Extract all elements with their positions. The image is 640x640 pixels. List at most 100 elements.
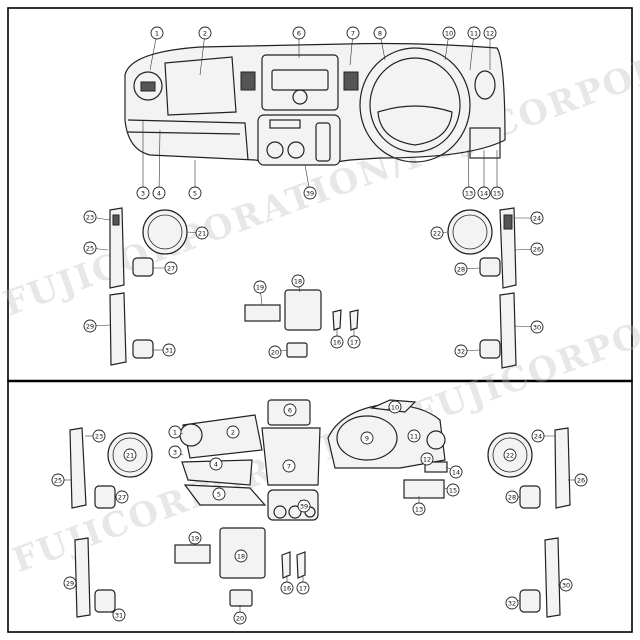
callout-leader (467, 149, 470, 194)
handle-bezel-left-rear (132, 339, 154, 359)
window-switch (112, 214, 120, 226)
bottom-callout-6: 6 (283, 403, 297, 417)
bottom-callout-31: 31 (112, 608, 126, 622)
callout-number: 39 (300, 503, 308, 511)
dashboard-assembly-bottom (69, 399, 571, 618)
bottom-callout-28: 28 (505, 490, 519, 504)
callout-circle (226, 425, 240, 439)
top-callout-11: 11 (467, 26, 481, 40)
callout-circle (462, 186, 476, 200)
callout-number: 11 (410, 433, 418, 441)
left-vent-ring (179, 423, 203, 447)
callout-circle (297, 499, 311, 513)
callout-circle (282, 459, 296, 473)
lever-trim-right-b (296, 551, 306, 579)
callout-number: 24 (534, 433, 542, 441)
callout-circle (92, 429, 106, 443)
door-panels-top (109, 207, 517, 369)
callout-circle (388, 400, 402, 414)
callout-number: 1 (173, 429, 177, 437)
callout-number: 23 (95, 433, 103, 441)
callout-number: 22 (433, 230, 441, 238)
callout-number: 6 (288, 407, 292, 415)
callout-number: 29 (86, 323, 94, 331)
speaker-ring-left-inner (147, 214, 183, 250)
callout-circle (198, 26, 212, 40)
meter-cluster (336, 415, 398, 461)
bottom-callout-10: 10 (388, 400, 402, 414)
callout-circle (559, 578, 573, 592)
lower-right-panel (469, 127, 501, 159)
speaker-ring-right-inner (452, 214, 488, 250)
callout-number: 15 (493, 190, 501, 198)
steering-wheel-outer (359, 47, 471, 163)
climate-display (269, 119, 301, 129)
callout-number: 20 (236, 615, 244, 623)
callout-number: 18 (237, 553, 245, 561)
callout-circle (531, 429, 545, 443)
top-callout-13: 13 (462, 186, 476, 200)
callout-number: 5 (193, 190, 197, 198)
bottom-callout-39: 39 (297, 499, 311, 513)
top-callout-8: 8 (373, 26, 387, 40)
callout-circle (123, 448, 137, 462)
steering-wheel-inner (369, 57, 461, 153)
handle-bezel-right-rear (479, 339, 501, 359)
top-callout-22: 22 (430, 226, 444, 240)
door-panel-left-rear-b (74, 537, 91, 618)
center-vent-left (240, 71, 256, 91)
callout-number: 25 (54, 477, 62, 485)
callout-number: 32 (508, 600, 516, 608)
callout-number: 27 (118, 494, 126, 502)
top-callout-39: 39 (303, 186, 317, 200)
top-callout-15: 15 (490, 186, 504, 200)
bottom-callout-12: 12 (420, 452, 434, 466)
bottom-callout-14: 14 (449, 465, 463, 479)
callout-circle (412, 502, 426, 516)
callout-circle (449, 465, 463, 479)
top-callout-28: 28 (454, 262, 468, 276)
callout-number: 25 (86, 245, 94, 253)
callout-circle (454, 344, 468, 358)
callout-number: 13 (415, 506, 423, 514)
callout-circle (530, 211, 544, 225)
bottom-callout-21: 21 (123, 448, 137, 462)
callout-number: 10 (391, 404, 399, 412)
door-panel-left-front-b (69, 427, 87, 509)
callout-number: 14 (452, 469, 460, 477)
top-callout-6: 6 (292, 26, 306, 40)
callout-number: 9 (365, 435, 369, 443)
callout-circle (152, 186, 166, 200)
glovebox-trim (181, 459, 253, 486)
callout-number: 26 (533, 246, 541, 254)
callout-number: 13 (465, 190, 473, 198)
top-callout-10: 10 (442, 26, 456, 40)
callout-circle (63, 576, 77, 590)
bottom-callout-19: 19 (188, 531, 202, 545)
passenger-panel (164, 56, 237, 116)
top-callout-29: 29 (83, 319, 97, 333)
callout-circle (303, 186, 317, 200)
callout-number: 21 (198, 230, 206, 238)
steering-wheel-hub (377, 105, 453, 146)
callout-circle (188, 531, 202, 545)
callout-circle (292, 26, 306, 40)
callout-number: 5 (217, 491, 221, 499)
bottom-callout-17: 17 (296, 581, 310, 595)
lever-trim-left (332, 309, 342, 331)
callout-number: 17 (299, 585, 307, 593)
top-callout-17: 17 (347, 335, 361, 349)
top-callout-20: 20 (268, 345, 282, 359)
callout-number: 11 (470, 30, 478, 38)
switch-trim-1 (424, 461, 448, 473)
callout-circle (234, 549, 248, 563)
bottom-callout-5: 5 (212, 487, 226, 501)
handle-bezel-right-front (479, 257, 501, 277)
callout-circle (503, 448, 517, 462)
callout-circle (446, 483, 460, 497)
callout-leader (158, 129, 161, 194)
callout-number: 27 (167, 265, 175, 273)
callout-number: 24 (533, 215, 541, 223)
callout-circle (296, 581, 310, 595)
